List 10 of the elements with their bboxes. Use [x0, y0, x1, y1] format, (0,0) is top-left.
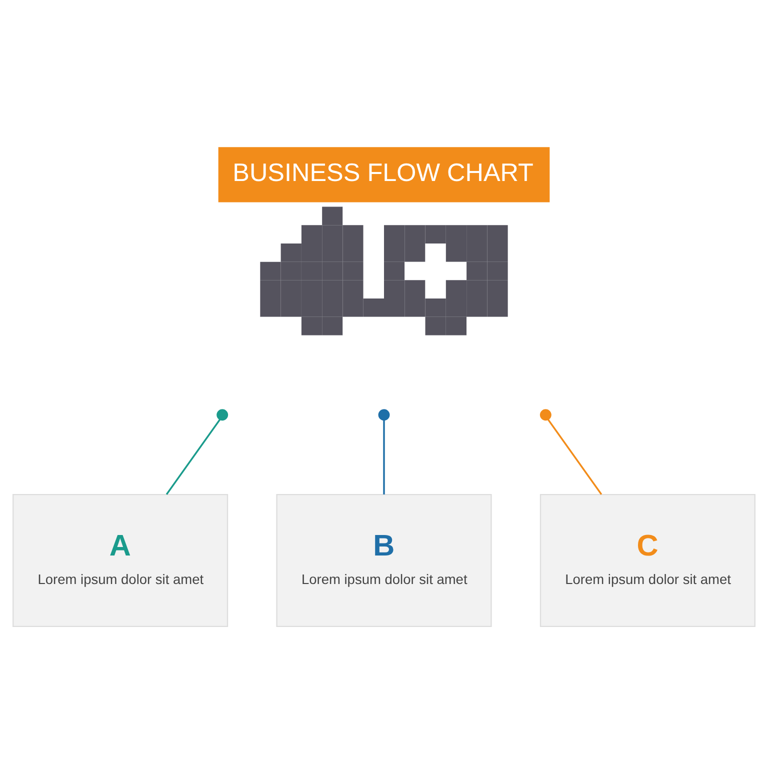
node-box: C Lorem ipsum dolor sit amet	[540, 494, 756, 626]
node-box: A Lorem ipsum dolor sit amet	[12, 494, 228, 626]
connector	[383, 420, 385, 494]
node-circle	[216, 408, 228, 420]
connector	[547, 418, 602, 494]
node-box: B Lorem ipsum dolor sit amet	[276, 494, 492, 626]
diagram-title: BUSINESS FLOW CHART	[232, 158, 534, 187]
node-circle	[540, 408, 552, 420]
node-circle	[378, 408, 390, 420]
connector	[166, 418, 221, 494]
